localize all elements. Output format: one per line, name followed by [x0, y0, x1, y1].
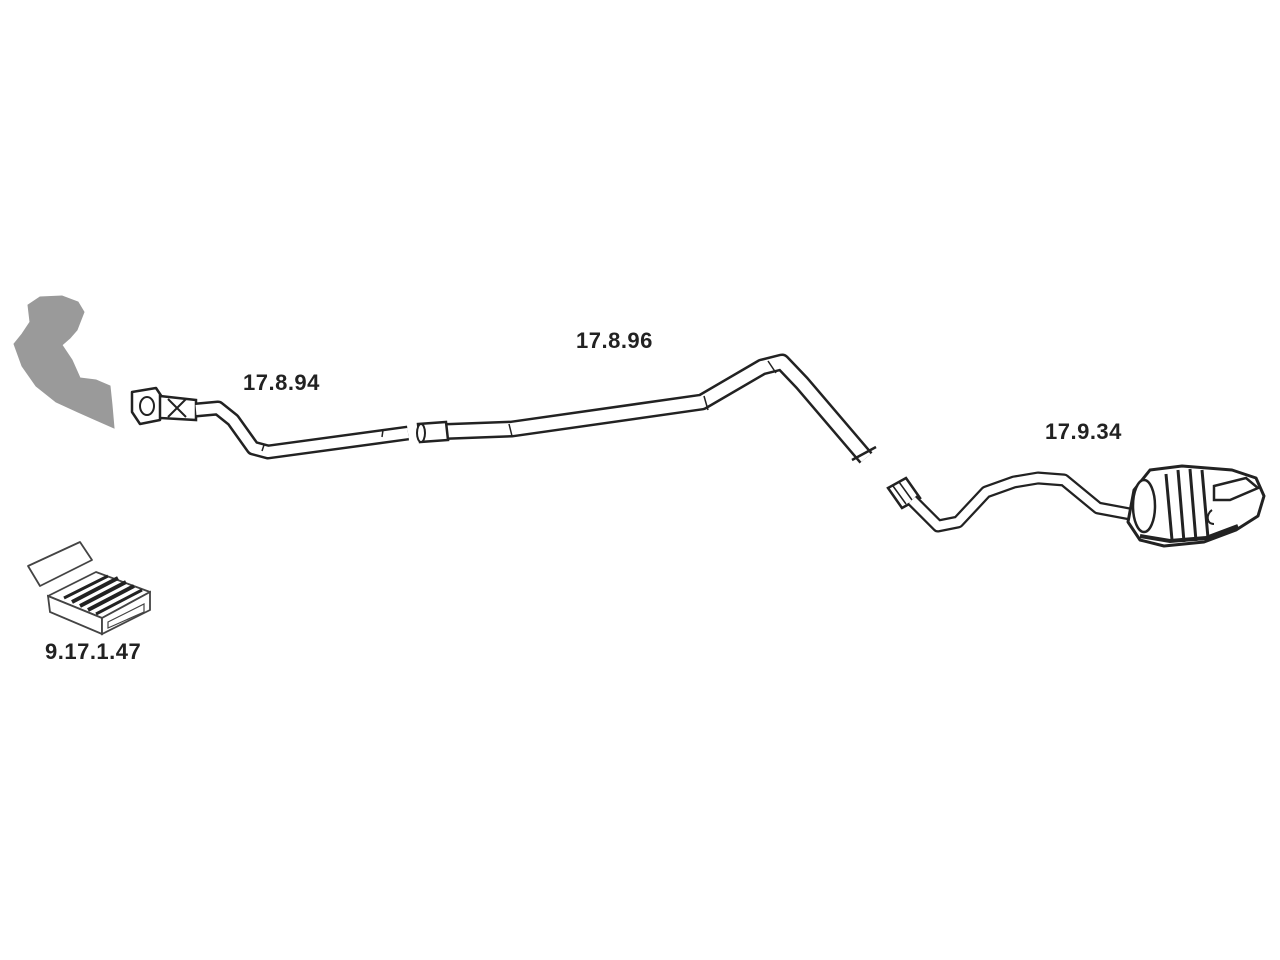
- rear-silencer-17-9-34[interactable]: [886, 464, 1266, 548]
- middle-pipe-17-8-96[interactable]: [416, 353, 877, 464]
- mounting-kit-box-9-17-1-47[interactable]: [27, 541, 151, 636]
- front-pipe-17-8-94[interactable]: [130, 386, 410, 460]
- part-number-rear-silencer: 17.9.34: [1045, 419, 1122, 444]
- engine-manifold-silhouette: [13, 295, 115, 429]
- part-number-middle-pipe: 17.8.96: [576, 328, 653, 353]
- part-number-front-pipe: 17.8.94: [243, 370, 320, 395]
- part-number-mounting-kit: 9.17.1.47: [45, 639, 142, 664]
